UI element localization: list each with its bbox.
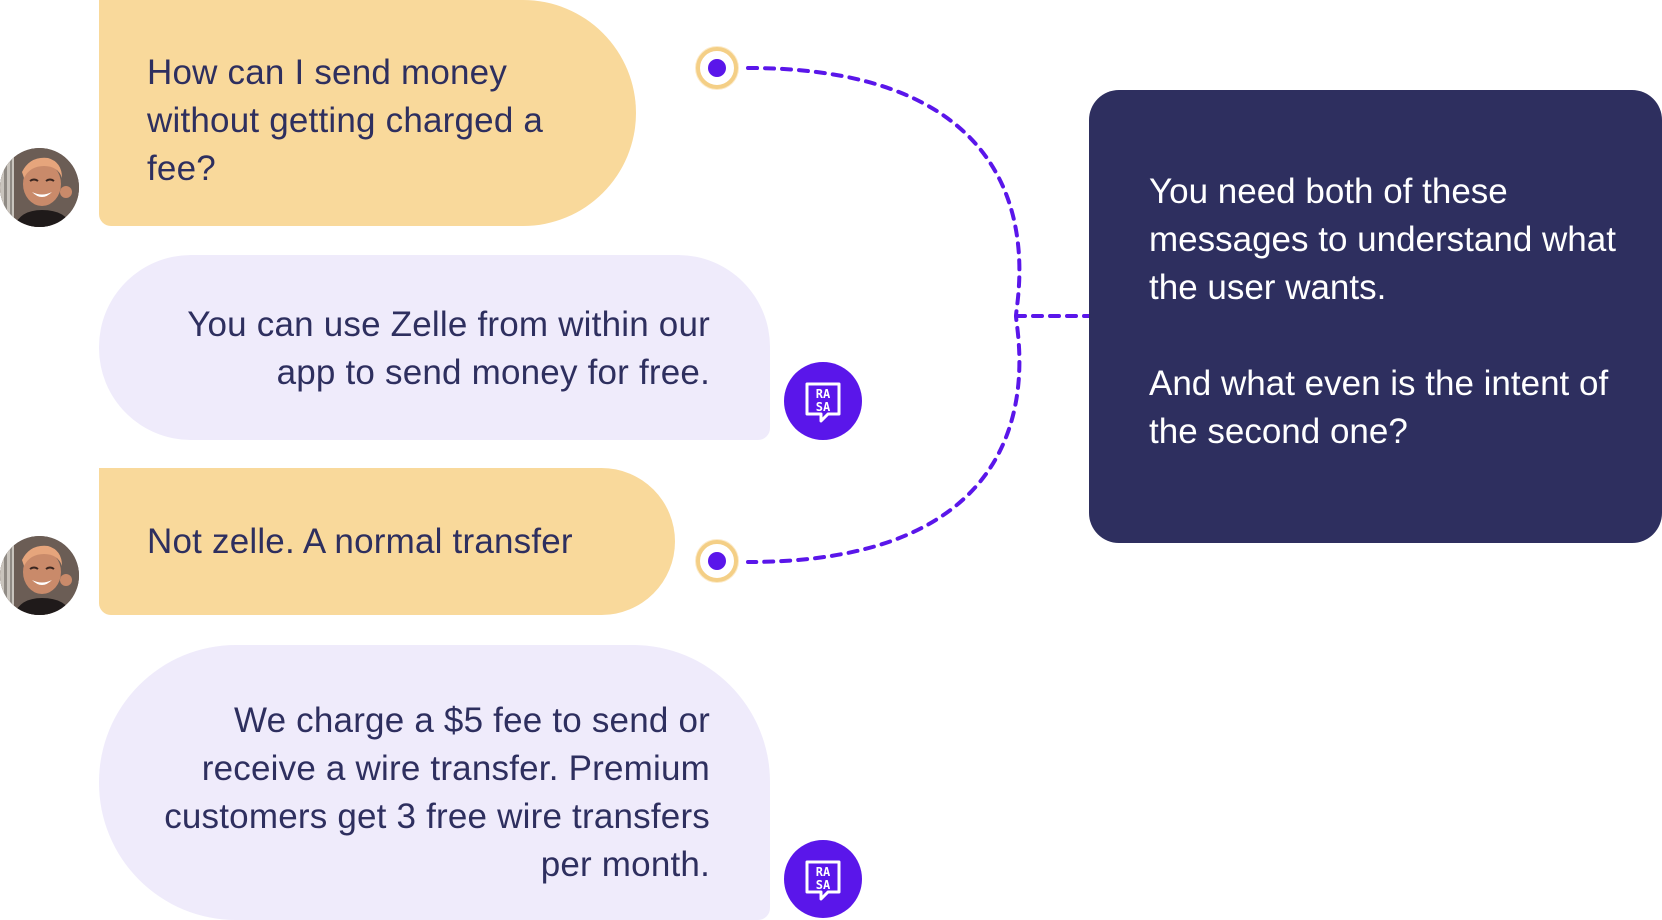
user-message-bubble: How can I send money without getting cha… (99, 0, 636, 226)
svg-text:RA: RA (816, 387, 831, 401)
callout-text-1: You need both of these messages to under… (1149, 172, 1616, 307)
bot-message-bubble: You can use Zelle from within our app to… (99, 255, 770, 440)
user-avatar-photo-icon (0, 536, 79, 615)
user-avatar-photo-icon (0, 148, 79, 227)
connector-dot-top (695, 46, 739, 90)
svg-text:RA: RA (816, 865, 831, 879)
message-text: We charge a $5 fee to send or receive a … (164, 701, 710, 884)
user-avatar (0, 536, 79, 615)
connector-dot-bottom (695, 539, 739, 583)
callout-text-2: And what even is the intent of the secon… (1149, 364, 1609, 451)
bot-message-bubble: We charge a $5 fee to send or receive a … (99, 645, 770, 920)
svg-text:SA: SA (816, 400, 831, 414)
rasa-logo-icon: RA SA (784, 362, 862, 440)
message-text: How can I send money without getting cha… (147, 53, 544, 188)
rasa-logo-icon: RA SA (784, 840, 862, 918)
callout-box: You need both of these messages to under… (1089, 90, 1662, 543)
user-message-bubble: Not zelle. A normal transfer (99, 468, 675, 615)
user-avatar (0, 148, 79, 227)
message-text: Not zelle. A normal transfer (147, 522, 573, 561)
message-text: You can use Zelle from within our app to… (187, 305, 710, 392)
svg-text:SA: SA (816, 878, 831, 892)
bracket-curve (746, 66, 1022, 564)
